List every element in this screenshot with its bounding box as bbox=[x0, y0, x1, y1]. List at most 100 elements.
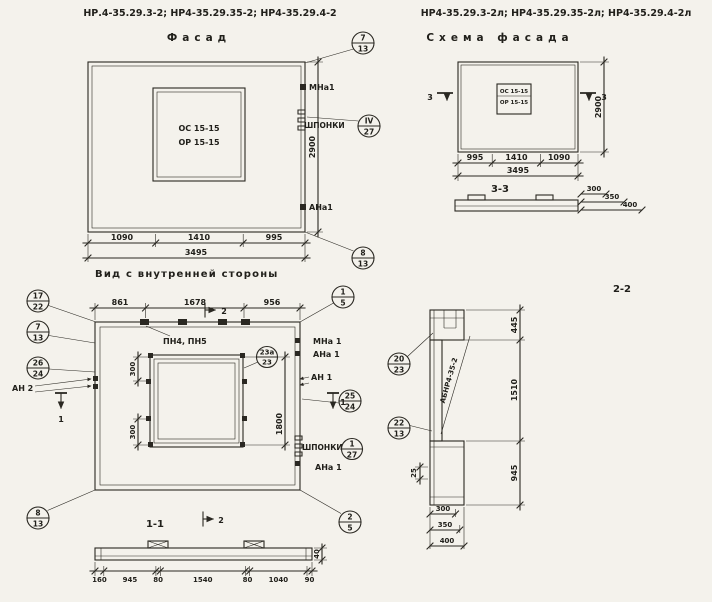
facade-dim-height: 2900 bbox=[308, 135, 317, 158]
callout-num: 23а bbox=[260, 349, 275, 357]
scheme-dim-995: 995 bbox=[467, 153, 484, 162]
facade-label-ana1: АНа1 bbox=[309, 203, 333, 212]
callout-num: 1 bbox=[340, 288, 345, 297]
inner-top-dimensions: 861 1678 956 bbox=[89, 298, 306, 320]
callout-sheet: 13 bbox=[358, 260, 368, 269]
callout-num: 8 bbox=[35, 509, 40, 518]
dim-80a: 80 bbox=[153, 576, 163, 584]
drawing-headers: НР.4-35.29.3-2; НР4-35.29.35-2; НР4-35.2… bbox=[83, 8, 691, 44]
dim-1510: 1510 bbox=[510, 378, 519, 401]
facade-label-mna1: МНа1 bbox=[309, 83, 335, 92]
callout-sheet: 23 bbox=[394, 366, 404, 375]
callout-sheet: 5 bbox=[340, 299, 345, 308]
dim-445: 445 bbox=[510, 316, 519, 333]
inner-dim-861: 861 bbox=[112, 298, 129, 307]
facade-dim-1410: 1410 bbox=[188, 233, 211, 242]
scheme-dim-height: 2900 bbox=[594, 95, 603, 118]
callout-sheet: 5 bbox=[347, 524, 352, 533]
section-2-mark: 2 bbox=[218, 516, 224, 525]
section-1-mark: 1 bbox=[58, 415, 64, 424]
section-1-flag-right: 1 bbox=[327, 392, 346, 410]
callout-num: IV bbox=[365, 117, 374, 126]
facade-dim-1090: 1090 bbox=[111, 233, 134, 242]
section-1-flag-left: 1 bbox=[55, 392, 67, 424]
profile-dim-300: 300 bbox=[587, 185, 602, 193]
dim-945: 945 bbox=[123, 576, 138, 584]
s22-small-dim: 25 bbox=[410, 462, 428, 485]
inner-callout-2-5: 2 5 bbox=[299, 489, 362, 534]
dim-w-350: 350 bbox=[438, 521, 453, 529]
inner-callout-23a-23: 23а 23 bbox=[243, 345, 279, 369]
callout-num: 7 bbox=[35, 323, 40, 332]
callout-num: 25 bbox=[345, 392, 355, 401]
inner-callout-7-13: 7 13 bbox=[26, 320, 96, 344]
facade-label-shponki: ШПОНКИ bbox=[304, 121, 345, 130]
inner-callout-26-24: 26 24 bbox=[26, 356, 96, 380]
section-2-mark: 2 bbox=[221, 307, 227, 316]
scheme-opening-box bbox=[496, 83, 532, 115]
dim-1040: 1040 bbox=[269, 576, 289, 584]
scheme-dim-1090: 1090 bbox=[548, 153, 571, 162]
callout-sheet: 27 bbox=[347, 451, 357, 460]
dim-1540: 1540 bbox=[193, 576, 213, 584]
inner-view-title: Вид с внутренней стороны bbox=[95, 269, 279, 280]
inner-dim-300-top: 300 bbox=[129, 362, 137, 377]
callout-sheet: 22 bbox=[33, 303, 43, 312]
inner-an2-label: АН 2 bbox=[12, 376, 98, 393]
s22-right-dims: 445 1510 945 bbox=[444, 304, 525, 511]
callout-sheet: 13 bbox=[33, 520, 43, 529]
callout-sheet: 24 bbox=[33, 370, 43, 379]
panel-marks-right: НР4-35.29.3-2л; НР4-35.29.35-2л; НР4-35.… bbox=[421, 8, 692, 19]
inner-dim-1800: 1800 bbox=[275, 412, 284, 435]
facade-title: Фасад bbox=[167, 32, 231, 44]
dim-40: 40 bbox=[313, 549, 321, 559]
section-2-2-title: 2-2 bbox=[613, 284, 631, 295]
callout-sheet: 13 bbox=[394, 430, 404, 439]
dim-w-300: 300 bbox=[436, 505, 451, 513]
s22-callout-20-23: 20 23 bbox=[387, 332, 434, 376]
inner-callout-keys: ШПОНКИ 1 27 bbox=[294, 435, 364, 461]
callout-sheet: 27 bbox=[364, 128, 374, 137]
facade-dim-995: 995 bbox=[266, 233, 283, 242]
inner-label-pn: ПН4, ПН5 bbox=[163, 337, 207, 346]
panel-marks-left: НР.4-35.29.3-2; НР4-35.29.35-2; НР4-35.2… bbox=[83, 8, 336, 19]
section-1-1-title: 1-1 bbox=[146, 519, 164, 530]
section-2-2: 2-2 АБНР4-35-2 20 23 22 13 bbox=[387, 284, 631, 550]
inner-callout-1-5: 1 5 bbox=[299, 285, 355, 323]
inner-panel-outline bbox=[94, 319, 301, 491]
inner-label-mna1: МНа 1 bbox=[313, 337, 342, 346]
inner-callout-25-24: 25 24 bbox=[301, 389, 362, 413]
callout-num: 7 bbox=[360, 34, 365, 43]
facade-callout-7-13: 7 13 bbox=[304, 31, 375, 64]
callout-num: 26 bbox=[33, 359, 43, 368]
scheme-opening-mark-top: ОС 15-15 bbox=[500, 89, 528, 95]
facade-panel-outline bbox=[87, 61, 306, 233]
section-1-1-dims: 40 160 945 80 1540 80 1040 90 bbox=[89, 543, 327, 584]
inner-callout-17-22: 17 22 bbox=[26, 289, 97, 323]
callout-num: 2 bbox=[347, 513, 352, 522]
facade-callout-8-13: 8 13 bbox=[304, 231, 375, 270]
facade-callout-keys: ШПОНКИ IV 27 bbox=[304, 114, 381, 138]
dim-90: 90 bbox=[305, 576, 315, 584]
inner-dim-300-bottom: 300 bbox=[129, 425, 137, 440]
section-1-mark: 1 bbox=[340, 398, 346, 407]
section-2-flag-bottom: 2 bbox=[202, 511, 224, 527]
section-3-3-title: 3-3 bbox=[491, 184, 509, 195]
inner-label-an2: АН 2 bbox=[12, 384, 33, 393]
s22-callout-22-13: 22 13 bbox=[387, 416, 433, 440]
inner-dim-956: 956 bbox=[264, 298, 281, 307]
callout-sheet: 23 bbox=[262, 359, 272, 367]
scheme-dimensions: 995 1410 1090 3495 2900 bbox=[452, 56, 609, 181]
section-2-2-panel-mark: АБНР4-35-2 bbox=[439, 335, 471, 435]
inner-view: Вид с внутренней стороны 861 1678 956 ПН… bbox=[12, 269, 364, 534]
section-3-3-profile-dims: 300 350 400 bbox=[577, 185, 646, 214]
inner-label-ana1-bottom: АНа 1 bbox=[315, 463, 342, 472]
callout-num: 1 bbox=[349, 440, 354, 449]
facade-edge-embeds bbox=[297, 84, 306, 210]
section-1-1-profile bbox=[94, 540, 313, 561]
s22-bottom-dims: 300 350 400 bbox=[426, 505, 468, 550]
scheme-panel-outline bbox=[457, 61, 579, 153]
section-3-3-profile bbox=[454, 194, 579, 212]
facade-opening-mark-bottom: ОР 15-15 bbox=[178, 138, 219, 147]
